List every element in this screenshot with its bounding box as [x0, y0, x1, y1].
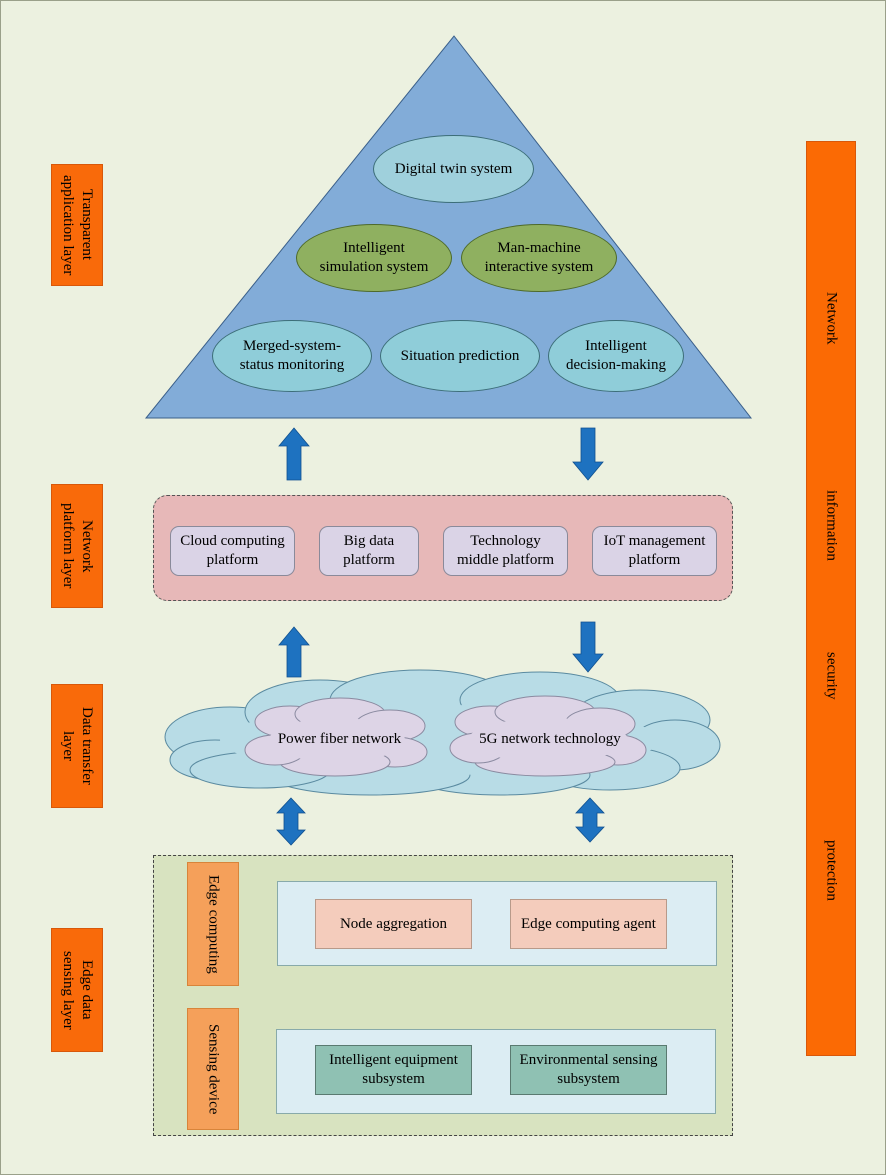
platform-big-data: Big data platform: [319, 526, 419, 576]
double-arrow-transfer-edge-right: [575, 797, 605, 843]
sensing-device-label: Sensing device: [187, 1008, 239, 1130]
intelligent-equipment-box: Intelligent equipment subsystem: [315, 1045, 472, 1095]
man-machine-ellipse: Man-machine interactive system: [461, 224, 617, 292]
layer-label-transparent-application: Transparent application layer: [51, 164, 103, 286]
node-aggregation-box: Node aggregation: [315, 899, 472, 949]
double-arrow-transfer-edge-left: [276, 797, 306, 846]
up-arrow-transfer-to-platform: [278, 626, 310, 678]
environmental-sensing-box: Environmental sensing subsystem: [510, 1045, 667, 1095]
power-fiber-cloud: [244, 697, 428, 777]
down-arrow-platform-to-transfer: [572, 621, 604, 673]
down-arrow-app-to-platform: [572, 427, 604, 481]
platform-iot-management: IoT management platform: [592, 526, 717, 576]
intelligent-simulation-ellipse: Intelligent simulation system: [296, 224, 452, 292]
layer-label-edge-data-sensing: Edge data sensing layer: [51, 928, 103, 1052]
fiveg-network-text: 5G network technology: [479, 730, 621, 747]
layer-label-data-transfer: Data transfer layer: [51, 684, 103, 808]
layer-label-network-platform: Network platform layer: [51, 484, 103, 608]
edge-computing-agent-box: Edge computing agent: [510, 899, 667, 949]
edge-computing-label: Edge computing: [187, 862, 239, 986]
platform-technology-middle: Technology middle platform: [443, 526, 568, 576]
fiveg-cloud: [449, 695, 647, 777]
merged-monitoring-ellipse: Merged-system- status monitoring: [212, 320, 372, 392]
security-word-protection: protection: [823, 840, 840, 901]
platform-cloud-computing: Cloud computing platform: [170, 526, 295, 576]
power-fiber-network-text: Power fiber network: [277, 730, 402, 747]
up-arrow-platform-to-app: [278, 427, 310, 481]
security-word-information: information: [823, 490, 840, 561]
security-word-network: Network: [823, 292, 840, 345]
situation-prediction-ellipse: Situation prediction: [380, 320, 540, 392]
digital-twin-ellipse: Digital twin system: [373, 135, 534, 203]
intelligent-decision-ellipse: Intelligent decision-making: [548, 320, 684, 392]
security-word-security: security: [823, 652, 840, 700]
security-bar: Network information security protection: [806, 141, 856, 1056]
